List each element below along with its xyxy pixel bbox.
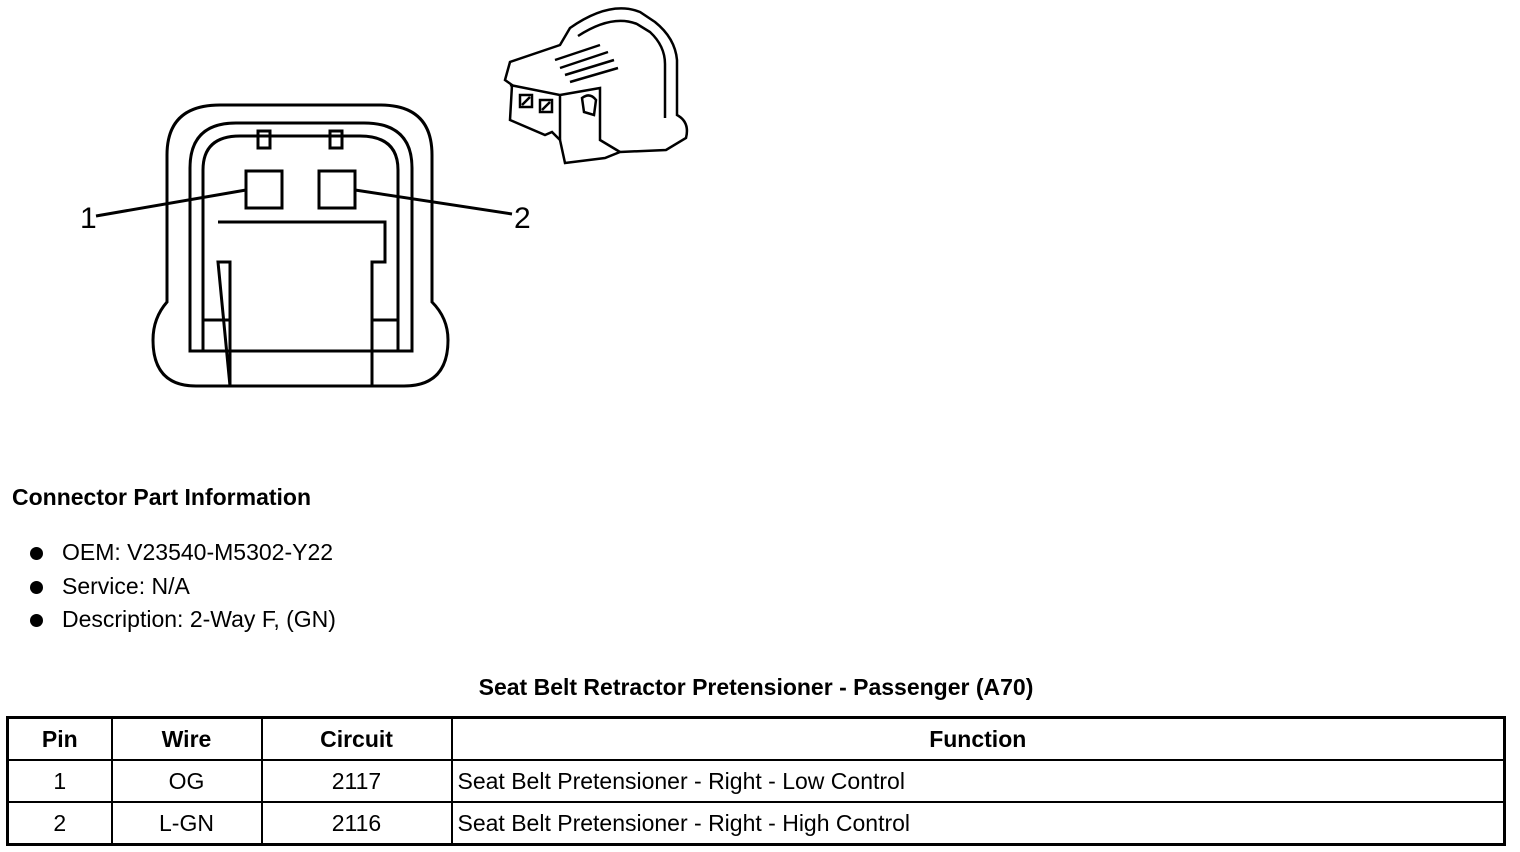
leader-line-2 [354, 188, 513, 216]
info-item-text: Service: N/A [62, 572, 190, 599]
connector-inner-wall [188, 121, 414, 353]
header-wire: Wire [110, 716, 263, 761]
iso-top-rails [554, 43, 619, 84]
cell-wire: L-GN [110, 801, 263, 846]
cell-circuit: 2117 [260, 759, 453, 803]
cell-pin: 1 [6, 759, 113, 803]
connector-info-list: OEM: V23540-M5302-Y22 Service: N/A Descr… [28, 536, 336, 637]
pin-1-label: 1 [80, 202, 97, 235]
connector-inner-wall-2 [201, 134, 400, 351]
header-circuit: Circuit [260, 716, 453, 761]
iso-shell-inner [577, 19, 667, 118]
cell-function: Seat Belt Pretensioner - Right - High Co… [450, 801, 1506, 846]
info-item-service: Service: N/A [28, 570, 336, 604]
table-header-row: Pin Wire Circuit Function [6, 716, 1506, 761]
pin-2-label: 2 [514, 202, 531, 235]
cell-pin: 2 [6, 801, 113, 846]
bullet-icon [30, 614, 43, 627]
iso-front-face [509, 83, 621, 154]
pinout-table: Pin Wire Circuit Function 1 OG 2117 Seat… [6, 716, 1506, 846]
header-function: Function [450, 716, 1506, 761]
connector-diagram [95, 7, 689, 388]
latch-tab-left [256, 129, 272, 150]
bullet-icon [30, 580, 43, 594]
connector-isometric-view [503, 7, 689, 165]
terminal-cavity-2 [317, 169, 357, 210]
table-row: 2 L-GN 2116 Seat Belt Pretensioner - Rig… [6, 801, 1506, 846]
bullet-icon [30, 547, 43, 560]
iso-cavity-1 [518, 93, 534, 109]
connector-outer-body [151, 103, 450, 388]
header-pin: Pin [6, 716, 113, 761]
leader-line-1 [95, 188, 247, 218]
table-caption: Seat Belt Retractor Pretensioner - Passe… [478, 674, 1034, 700]
connector-info-title: Connector Part Information [12, 484, 312, 510]
iso-cavity-2 [538, 98, 554, 114]
info-item-text: OEM: V23540-M5302-Y22 [62, 539, 334, 565]
terminal-cavity-1 [244, 169, 284, 210]
info-item-oem: OEM: V23540-M5302-Y22 [28, 536, 336, 570]
iso-shell-outline [503, 7, 689, 165]
iso-latch [580, 94, 598, 117]
iso-cavity-marks [521, 96, 551, 111]
cell-wire: OG [110, 759, 263, 803]
cell-circuit: 2116 [260, 801, 453, 846]
latch-tab-right [328, 129, 344, 150]
table-row: 1 OG 2117 Seat Belt Pretensioner - Right… [6, 759, 1506, 803]
info-item-text: Description: 2-Way F, (GN) [62, 606, 336, 632]
connector-face-view [95, 103, 513, 388]
key-slot [216, 220, 387, 387]
info-item-description: Description: 2-Way F, (GN) [28, 603, 336, 637]
cell-function: Seat Belt Pretensioner - Right - Low Con… [450, 759, 1506, 803]
